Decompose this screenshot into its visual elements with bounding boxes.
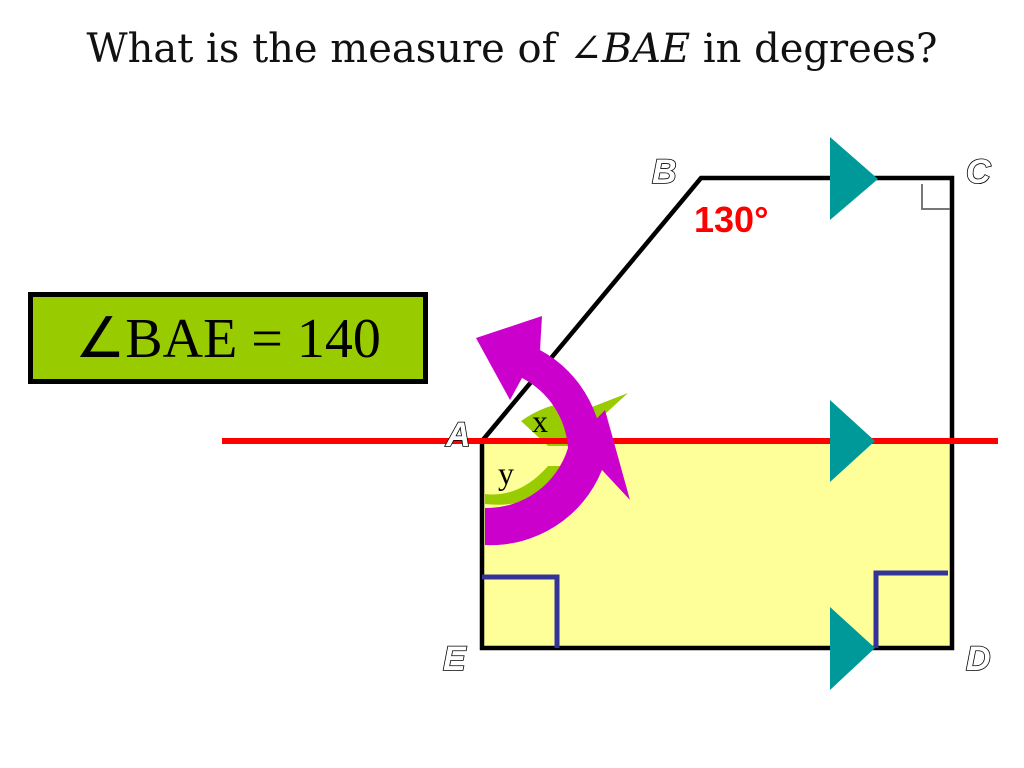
answer-box: ∠BAE = 140: [28, 292, 428, 384]
right-angle-mark-c: [921, 184, 950, 210]
right-angle-mark-e: [482, 574, 560, 648]
angle-symbol: ∠: [569, 26, 603, 72]
right-angle-mark-d: [873, 570, 948, 648]
rotation-arrow-top-icon: [476, 316, 603, 470]
question-text: What is the measure of ∠BAE in degrees?: [0, 26, 1024, 72]
angle-mark-x: x: [532, 403, 548, 439]
vertex-label-b: B: [652, 153, 677, 191]
question-prefix: What is the measure of: [86, 26, 570, 72]
parallel-arrow-top-icon: [830, 137, 878, 220]
parallel-arrow-middle-icon: [830, 400, 875, 482]
vertex-label-a: A: [445, 416, 471, 454]
parallel-arrow-bottom-icon: [830, 607, 875, 690]
pentagon-outline: [479, 175, 955, 651]
question-suffix: in degrees?: [690, 26, 938, 72]
vertex-label-e: E: [443, 640, 467, 678]
vertex-label-d: D: [966, 640, 991, 678]
green-arc-lower: [485, 466, 566, 505]
vertex-label-c: C: [966, 153, 991, 191]
angle-name: BAE: [602, 26, 691, 72]
angle-label-130: 130°: [694, 199, 768, 240]
angle-mark-y: y: [498, 455, 514, 491]
answer-text: ∠BAE = 140: [75, 307, 381, 370]
lower-rectangle-fill: [482, 443, 952, 648]
